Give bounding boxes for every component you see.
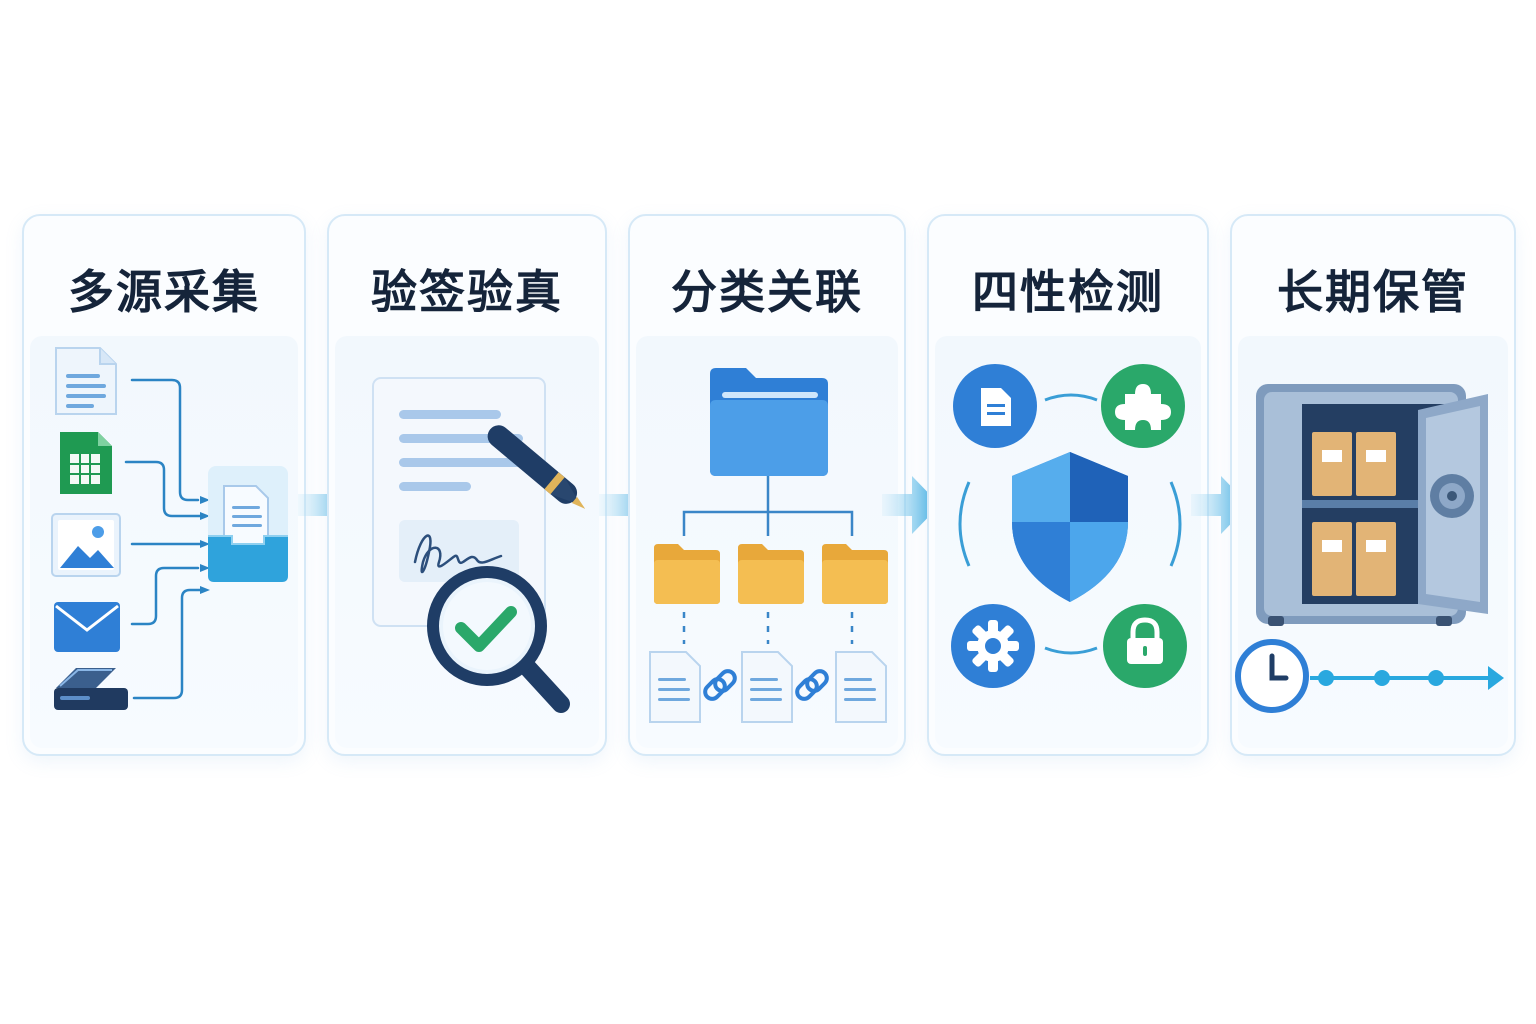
flow-arrow-3 <box>882 476 940 534</box>
dashed-connectors <box>682 612 854 644</box>
timeline-icon <box>1310 666 1504 690</box>
document-circle-icon <box>953 364 1037 448</box>
root-folder-icon <box>710 368 828 476</box>
inbox-tray-icon <box>208 466 288 582</box>
link-icon <box>795 669 829 701</box>
step-title-verify: 验签验真 <box>371 265 563 319</box>
puzzle-circle-icon <box>1101 364 1185 448</box>
lock-circle-icon <box>1103 604 1187 688</box>
scanner-icon <box>54 668 128 710</box>
step-panel-preserve: 长期保管 <box>1230 214 1516 756</box>
step-title-preserve: 长期保管 <box>1277 265 1469 319</box>
clock-icon <box>1235 639 1309 713</box>
collect-connectors <box>124 378 202 700</box>
archive-box-icon <box>1312 432 1396 596</box>
magnifier-check-icon <box>427 566 570 713</box>
sub-folder-icon <box>654 544 720 604</box>
step-title-check: 四性检测 <box>972 265 1164 319</box>
spreadsheet-icon <box>60 432 112 494</box>
pen-icon <box>487 425 586 509</box>
shield-icon <box>1012 452 1128 602</box>
step-panel-check: 四性检测 <box>927 214 1209 756</box>
tree-connectors <box>682 476 854 536</box>
image-icon <box>51 513 121 577</box>
step-panel-classify: 分类关联 <box>628 214 906 756</box>
check-illustration <box>951 364 1187 688</box>
linked-document-icon <box>649 651 701 723</box>
step-panel-collect: 多源采集 <box>22 214 306 756</box>
document-icon <box>55 347 117 415</box>
classify-illustration <box>649 368 888 723</box>
safe-vault-icon <box>1256 384 1488 626</box>
step-title-collect: 多源采集 <box>68 265 260 319</box>
step-panel-verify: 验签验真 <box>327 214 607 756</box>
gear-circle-icon <box>951 604 1035 688</box>
mail-icon <box>54 602 120 652</box>
preserve-illustration <box>1235 384 1504 713</box>
step-title-classify: 分类关联 <box>671 265 863 319</box>
linked-document-icon <box>741 651 793 723</box>
ring-connectors <box>958 393 1182 655</box>
collect-arrowheads <box>200 496 210 594</box>
link-icon <box>703 669 737 701</box>
collect-illustration <box>51 347 288 710</box>
sub-folder-icon <box>738 544 804 604</box>
linked-document-icon <box>835 651 887 723</box>
sub-folder-icon <box>822 544 888 604</box>
verify-illustration <box>372 377 586 713</box>
